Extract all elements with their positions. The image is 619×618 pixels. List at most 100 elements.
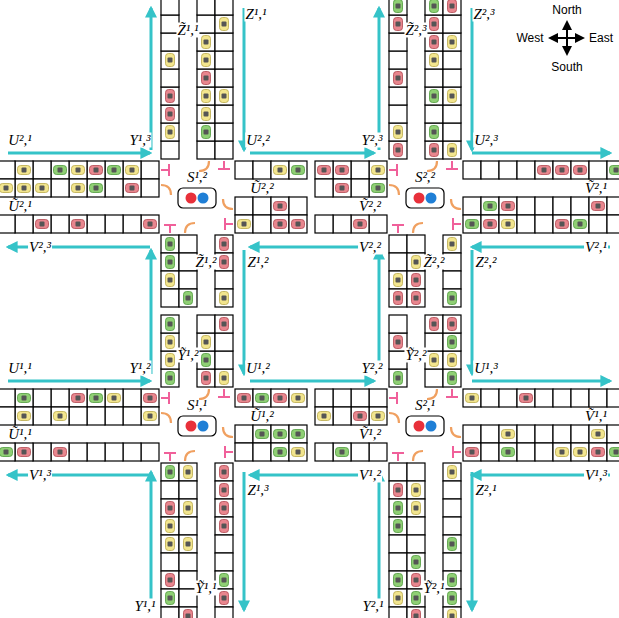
lane-cell xyxy=(33,179,51,197)
turn-arrow xyxy=(224,218,226,230)
car-window xyxy=(112,396,117,401)
lane-cell xyxy=(141,179,159,197)
lane-cell xyxy=(463,161,481,179)
signal-label: Z²,² xyxy=(474,255,497,270)
car-window xyxy=(396,578,401,583)
lane-cell xyxy=(69,215,87,233)
lane-cell xyxy=(389,571,407,589)
lane-cell xyxy=(389,69,407,87)
car-window xyxy=(204,358,209,363)
car-window xyxy=(396,130,401,135)
lane-cell xyxy=(333,215,351,233)
lane-cell xyxy=(271,425,289,443)
lane-cell xyxy=(179,517,197,535)
signal-red xyxy=(414,421,425,432)
compass-label: North xyxy=(551,4,582,16)
car-window xyxy=(222,470,227,475)
car xyxy=(220,90,229,103)
lane-cell xyxy=(443,235,461,253)
signal-label: U¹,¹ xyxy=(7,361,33,376)
car-window xyxy=(222,322,227,327)
car xyxy=(394,0,403,13)
signal-label: Z²,¹ xyxy=(474,483,497,498)
car-window xyxy=(242,396,247,401)
signal-label: Z¹,² xyxy=(246,255,269,270)
lane-cell xyxy=(197,51,215,69)
lane-cell xyxy=(553,197,571,215)
lane-cell xyxy=(425,141,443,159)
car-window xyxy=(148,222,153,227)
car-window xyxy=(614,168,619,173)
car-window xyxy=(376,414,381,419)
lane-cell xyxy=(571,425,589,443)
flow-arrow xyxy=(472,152,610,155)
car-window xyxy=(396,278,401,283)
lane-cell xyxy=(179,271,197,289)
car xyxy=(72,166,85,175)
signal-label: Z¹,³ xyxy=(246,483,269,498)
lane-cell xyxy=(407,481,425,499)
lane-cell xyxy=(215,315,233,333)
lane-cell xyxy=(443,69,461,87)
car xyxy=(274,166,287,175)
lane-cell xyxy=(389,0,407,15)
lane-cell xyxy=(87,179,105,197)
lane-cell xyxy=(425,15,443,33)
car xyxy=(54,412,67,421)
car xyxy=(274,448,287,457)
car xyxy=(0,448,13,457)
lane-cell xyxy=(197,333,215,351)
flow-arrow xyxy=(250,380,374,383)
car-window xyxy=(450,322,455,327)
car-window xyxy=(186,506,191,511)
lane-cell xyxy=(425,315,443,333)
compass-arrow xyxy=(566,38,568,54)
car-window xyxy=(376,168,381,173)
car xyxy=(166,372,175,385)
car-window xyxy=(396,488,401,493)
car-window xyxy=(296,222,301,227)
car-window xyxy=(168,376,173,381)
lane-cell xyxy=(253,161,271,179)
lane-cell xyxy=(425,69,443,87)
car xyxy=(372,184,385,193)
car xyxy=(610,448,619,457)
lane-cell xyxy=(215,571,233,589)
lane-cell xyxy=(161,463,179,481)
lane-cell xyxy=(369,215,387,233)
lane-cell xyxy=(179,235,197,253)
lane-cell xyxy=(389,141,407,159)
car-window xyxy=(414,614,419,618)
lane-cell xyxy=(443,351,461,369)
turn-arrow xyxy=(168,164,170,176)
lane-cell xyxy=(87,161,105,179)
lane-cell xyxy=(271,197,289,215)
lane-cell xyxy=(481,161,499,179)
lane-cell xyxy=(389,87,407,105)
lane-cell xyxy=(253,389,271,407)
intersection-label: S¹,¹ xyxy=(175,398,219,413)
lane-cell xyxy=(0,407,15,425)
turn-arrow xyxy=(452,446,454,458)
lane-cell xyxy=(369,389,387,407)
lane-cell xyxy=(389,253,407,271)
car xyxy=(394,372,403,385)
lane-cell xyxy=(443,271,461,289)
lane-cell xyxy=(443,589,461,607)
car-window xyxy=(340,186,345,191)
signal-label: Ũ¹,¹ xyxy=(7,427,33,442)
turn-arc xyxy=(223,199,233,209)
lane-cell xyxy=(333,389,351,407)
signal-label: Y¹,² xyxy=(128,361,151,376)
car xyxy=(292,220,305,229)
car-window xyxy=(148,396,153,401)
car-window xyxy=(76,222,81,227)
car xyxy=(274,394,287,403)
car xyxy=(202,372,211,385)
car-window xyxy=(22,414,27,419)
signal-label: Y²,² xyxy=(360,361,383,376)
car xyxy=(184,466,193,479)
car xyxy=(90,184,103,193)
lane-cell xyxy=(589,443,607,461)
